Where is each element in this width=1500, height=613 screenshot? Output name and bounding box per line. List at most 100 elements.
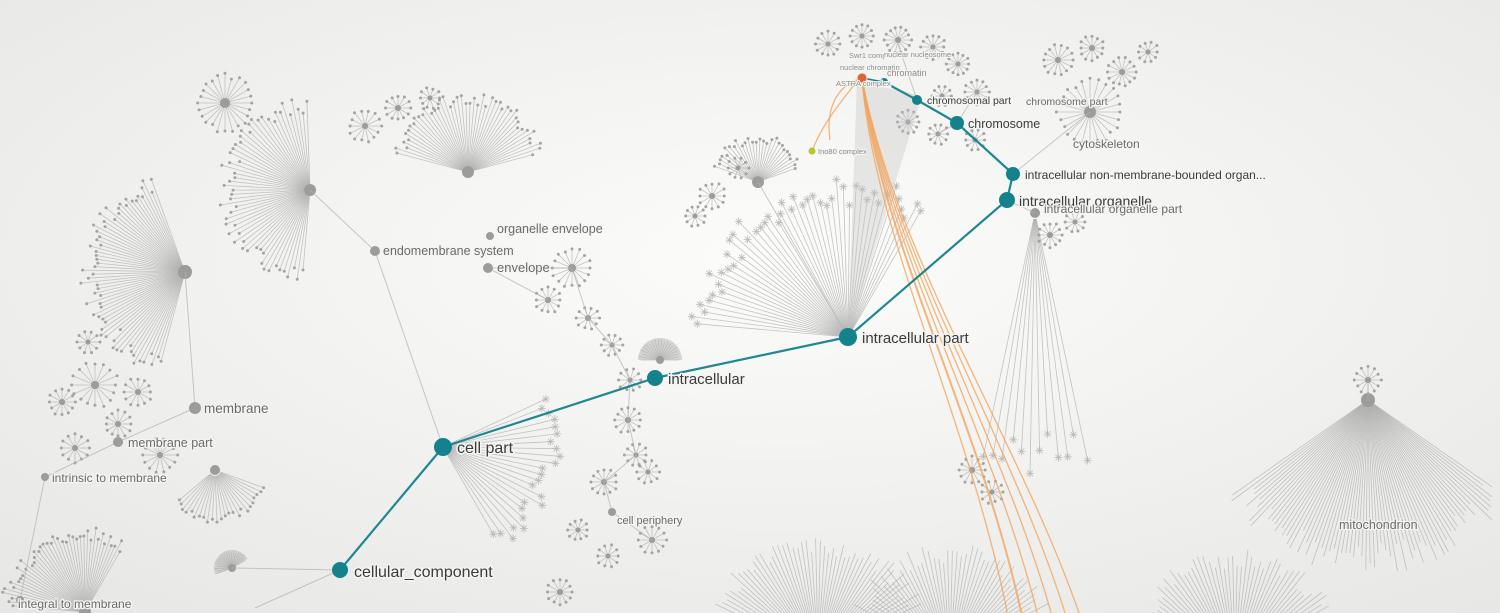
cluster-fan: [104, 408, 133, 438]
cluster-hub-node[interactable]: [1365, 377, 1371, 383]
graph-node-cell-part[interactable]: [434, 438, 452, 456]
graph-node[interactable]: [370, 246, 380, 256]
cluster-hub-node[interactable]: [91, 381, 99, 389]
graph-node[interactable]: [113, 437, 123, 447]
graph-node-chromatin-junction[interactable]: [880, 78, 888, 86]
cluster-hub-node[interactable]: [1089, 45, 1095, 51]
cluster-fan: [79, 177, 192, 366]
cluster-hub-node[interactable]: [895, 37, 901, 43]
term-label[interactable]: envelope: [496, 259, 551, 277]
graph-node[interactable]: [41, 473, 49, 481]
cluster-hub-node[interactable]: [645, 469, 651, 475]
cluster-hub-node[interactable]: [575, 527, 581, 533]
graph-node[interactable]: [16, 596, 24, 604]
term-label[interactable]: membrane part: [127, 435, 215, 452]
cluster-hub-node[interactable]: [1072, 219, 1078, 225]
graph-node[interactable]: [189, 402, 201, 414]
cluster-hub-node[interactable]: [939, 93, 945, 99]
term-label-small[interactable]: nuclear nucleosome: [883, 49, 952, 60]
cluster-fan: [944, 51, 971, 77]
cluster-hub-node[interactable]: [605, 553, 611, 559]
cluster-hub-node[interactable]: [157, 452, 163, 458]
graph-edge: [571, 267, 589, 319]
graph-edge: [611, 344, 631, 381]
cluster-hub-node[interactable]: [135, 389, 141, 395]
cluster-hub-node[interactable]: [1047, 232, 1053, 238]
cluster-fan: [445, 395, 565, 543]
cluster-hub-node[interactable]: [1055, 57, 1061, 63]
term-label[interactable]: organelle envelope: [496, 221, 604, 238]
cluster-hub-node[interactable]: [955, 61, 961, 67]
graph-node-chromosome[interactable]: [950, 116, 964, 130]
term-label-small[interactable]: Ino80 complex: [817, 146, 868, 157]
graph-node-intracellular-part[interactable]: [839, 328, 857, 346]
cluster-hub-node[interactable]: [362, 123, 368, 129]
cluster-hub-node[interactable]: [59, 399, 65, 405]
node-label-cellular-component[interactable]: cellular_component: [353, 563, 495, 583]
cluster-hub-node[interactable]: [735, 165, 741, 171]
node-label-intracellular-organelle[interactable]: intracellular organelle: [1018, 192, 1154, 211]
node-label-intracellular-part[interactable]: intracellular part: [861, 329, 972, 349]
cluster-fan: [177, 465, 266, 524]
cluster-hub-node[interactable]: [1145, 49, 1151, 55]
graph-node-astra-complex[interactable]: [849, 81, 855, 87]
graph-node-intracellular[interactable]: [647, 370, 663, 386]
term-label-small[interactable]: chromatin: [886, 67, 928, 79]
term-label[interactable]: endomembrane system: [382, 243, 515, 260]
cluster-hub-node[interactable]: [85, 339, 91, 345]
cluster-fan: [1137, 40, 1159, 64]
cluster-hub-node[interactable]: [656, 356, 664, 364]
cluster-hub-node[interactable]: [709, 193, 715, 199]
graph-node-ino80-complex[interactable]: [808, 147, 816, 155]
cluster-hub-node[interactable]: [72, 445, 78, 451]
cluster-hub-node[interactable]: [825, 41, 831, 47]
graph-node-cellular-component[interactable]: [332, 562, 348, 578]
node-label-chromosomal-part[interactable]: chromosomal part: [926, 94, 1013, 109]
cluster-hub-node[interactable]: [210, 465, 220, 475]
term-label[interactable]: mitochondrion: [1338, 517, 1419, 534]
term-label[interactable]: intracellular organelle part: [1043, 201, 1184, 218]
cluster-hub-node[interactable]: [930, 44, 936, 50]
selected-node-nucleosome[interactable]: [856, 72, 868, 84]
cluster-fan: [814, 29, 842, 57]
cluster-hub-node[interactable]: [79, 606, 91, 613]
labels-layer: cellular_component cell part intracellular…: [17, 49, 1419, 613]
graph-edge: [587, 317, 613, 346]
node-label-cell-part[interactable]: cell part: [456, 439, 516, 459]
term-label[interactable]: chromosome part: [1025, 95, 1109, 110]
node-label-intracellular-non-membrane-bounded-organelle[interactable]: intracellular non-membrane-bounded organ…: [1024, 167, 1268, 184]
node-label-chromosome[interactable]: chromosome: [967, 116, 1042, 133]
graph-edge: [487, 267, 549, 301]
cluster-hub-node[interactable]: [427, 95, 433, 101]
cluster-hub-node[interactable]: [395, 105, 401, 111]
term-label[interactable]: integral to membrane: [17, 596, 133, 613]
cluster-hub-node[interactable]: [859, 33, 865, 39]
graph-node-intracellular-organelle[interactable]: [999, 192, 1015, 208]
graph-node[interactable]: [483, 263, 493, 273]
term-label[interactable]: cytoskeleton: [1072, 136, 1141, 153]
term-label[interactable]: cell periphery: [616, 514, 684, 529]
cluster-fan: [122, 377, 152, 407]
highlighted-path-edge: [916, 99, 958, 124]
term-label[interactable]: membrane: [203, 400, 270, 418]
term-label[interactable]: intrinsic to membrane: [51, 470, 169, 487]
term-label-small[interactable]: ASTRA complex: [835, 78, 892, 89]
term-label-small[interactable]: Swr1 complex: [848, 50, 897, 61]
graph-node[interactable]: [486, 232, 494, 240]
graph-node-swr1-complex[interactable]: [843, 65, 849, 71]
cluster-hub-node[interactable]: [905, 119, 911, 125]
cluster-hub-node[interactable]: [692, 213, 698, 219]
node-label-intracellular[interactable]: intracellular: [667, 370, 747, 390]
graph-node-chromosomal-part[interactable]: [912, 95, 922, 105]
cluster-hub-node[interactable]: [989, 489, 995, 495]
term-label-small[interactable]: nuclear chromatin: [839, 62, 901, 73]
cluster-hub-node[interactable]: [220, 98, 230, 108]
graph-node[interactable]: [608, 508, 616, 516]
cluster-hub-node[interactable]: [557, 589, 563, 595]
cluster-hub-node[interactable]: [115, 421, 121, 427]
cluster-hub-node[interactable]: [462, 166, 474, 178]
graph-node-intracellular-non-membrane-bounded-organelle[interactable]: [1006, 167, 1020, 181]
cluster-fan: [1042, 43, 1075, 77]
cluster-hub-node[interactable]: [1119, 69, 1125, 75]
